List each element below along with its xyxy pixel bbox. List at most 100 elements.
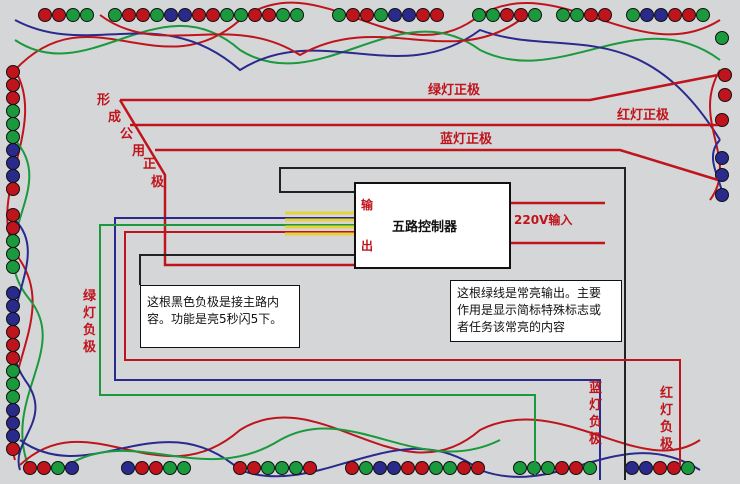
led-bulb-top: [290, 8, 304, 22]
led-bulb-left: [6, 416, 20, 430]
blue-positive-wire: [155, 148, 719, 182]
led-bulb-top: [332, 8, 346, 22]
positive-lines: [118, 73, 719, 267]
led-bulb-bottom: [247, 461, 261, 475]
led-bulb-top: [374, 8, 388, 22]
led-bulb-bottom: [443, 461, 457, 475]
left-wave-blue: [11, 219, 37, 471]
right-wave-red: [709, 69, 721, 201]
controller-wires: [99, 167, 681, 480]
led-bulb-top: [80, 8, 94, 22]
led-bulb-left: [6, 338, 20, 352]
led-bulb-top: [164, 8, 178, 22]
input-wires: [510, 201, 605, 245]
led-bulb-bottom: [401, 461, 415, 475]
led-bulb-bottom: [163, 461, 177, 475]
led-bulb-left: [6, 117, 20, 131]
blue-positive-label: 蓝灯正极: [440, 131, 493, 147]
led-bulb-top: [668, 8, 682, 22]
led-bulb-top: [430, 8, 444, 22]
led-bulb-top: [388, 8, 402, 22]
led-bulb-bottom: [681, 461, 695, 475]
led-bulb-bottom: [415, 461, 429, 475]
led-bulb-bottom: [23, 461, 37, 475]
led-bulb-left: [6, 91, 20, 105]
led-bulb-bottom: [653, 461, 667, 475]
led-bulb-bottom: [261, 461, 275, 475]
yellow-wires: [285, 211, 355, 236]
led-bulb-bottom: [275, 461, 289, 475]
led-bulb-bottom: [373, 461, 387, 475]
led-bulb-top: [360, 8, 374, 22]
red-negative-char: 负: [660, 419, 673, 435]
black-top-wire: [279, 167, 626, 480]
led-bulb-right: [715, 151, 729, 165]
led-bulb-top: [472, 8, 486, 22]
black-wire-note: 这根黑色负极是接主路内 容。功能是亮5秒闪5下。: [140, 285, 300, 348]
led-bulb-bottom: [149, 461, 163, 475]
led-bulb-bottom: [457, 461, 471, 475]
bottom-wave-green: [59, 427, 501, 471]
led-bulbs: [6, 8, 732, 475]
red-negative-char: 灯: [660, 402, 673, 418]
led-bulb-left: [6, 351, 20, 365]
led-bulb-bottom: [387, 461, 401, 475]
led-bulb-top: [248, 8, 262, 22]
led-bulb-top: [192, 8, 206, 22]
led-bulb-right: [715, 168, 729, 182]
led-bulb-left: [6, 78, 20, 92]
led-bulb-left: [6, 442, 20, 456]
led-bulb-bottom: [625, 461, 639, 475]
led-bulb-left: [6, 182, 20, 196]
led-bulb-top: [136, 8, 150, 22]
common-positive-char: 形: [97, 93, 110, 108]
led-bulb-left: [6, 169, 20, 183]
led-bulb-bottom: [429, 461, 443, 475]
common-positive-char: 正: [143, 157, 156, 172]
common-positive-wire: [118, 99, 355, 267]
led-bulb-bottom: [345, 461, 359, 475]
led-bulb-right: [718, 88, 732, 102]
led-bulb-top: [528, 8, 542, 22]
green-negative-char: 极: [83, 339, 97, 355]
led-bulb-bottom: [471, 461, 485, 475]
led-bulb-bottom: [639, 461, 653, 475]
led-bulb-top: [262, 8, 276, 22]
led-bulb-left: [6, 65, 20, 79]
led-bulb-bottom: [135, 461, 149, 475]
led-bulb-right: [718, 68, 732, 82]
led-bulb-left: [6, 377, 20, 391]
led-bulb-left: [6, 403, 20, 417]
led-bulb-top: [150, 8, 164, 22]
red-negative-char: 红: [660, 385, 673, 401]
green-positive-wire: [120, 73, 719, 102]
led-bulb-right: [715, 113, 729, 127]
led-bulb-top: [416, 8, 430, 22]
led-bulb-top: [402, 8, 416, 22]
green-negative-char: 绿: [83, 288, 97, 304]
black-main-wire: [139, 254, 355, 285]
led-bulb-top: [640, 8, 654, 22]
bottom-wave-red: [19, 416, 701, 466]
led-bulb-bottom: [37, 461, 51, 475]
top-wave-green: [14, 24, 721, 65]
controller-label: 五路控制器: [392, 219, 458, 235]
led-bulb-left: [6, 299, 20, 313]
led-bulb-left: [6, 156, 20, 170]
blue-negative-char: 极: [589, 431, 603, 447]
green-wire-note: 这根绿线是常亮输出。主要 作用是显示简标特殊标志或 者任务该常亮的内容: [450, 280, 622, 342]
led-bulb-bottom: [569, 461, 583, 475]
led-bulb-bottom: [359, 461, 373, 475]
led-bulb-top: [584, 8, 598, 22]
led-string-wires: [6, 1, 723, 478]
led-bulb-left: [6, 429, 20, 443]
led-bulb-top: [682, 8, 696, 22]
led-bulb-bottom: [289, 461, 303, 475]
led-bulb-bottom: [541, 461, 555, 475]
led-bulb-top: [654, 8, 668, 22]
input-220v-label: 220V输入: [514, 212, 572, 227]
led-bulb-top: [122, 8, 136, 22]
led-bulb-top: [696, 8, 710, 22]
